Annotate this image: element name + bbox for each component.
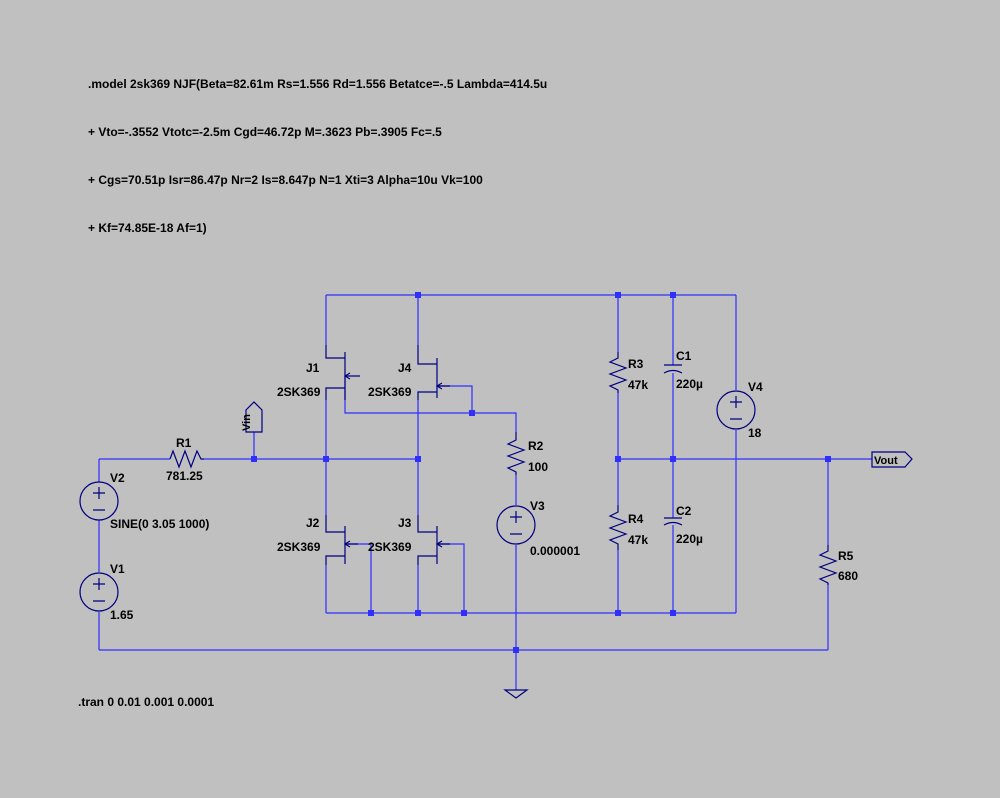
model-line-4: + Kf=74.85E-18 Af=1) bbox=[88, 221, 207, 235]
j1-value: 2SK369 bbox=[277, 385, 321, 399]
r2-value: 100 bbox=[528, 460, 548, 474]
ground-symbol[interactable] bbox=[503, 689, 529, 699]
r2-label: R2 bbox=[528, 439, 544, 453]
model-line-1: .model 2sk369 NJF(Beta=82.61m Rs=1.556 R… bbox=[88, 77, 548, 91]
model-directive[interactable]: .model 2sk369 NJF(Beta=82.61m Rs=1.556 R… bbox=[88, 44, 547, 268]
r3-label: R3 bbox=[628, 357, 644, 371]
r1-label: R1 bbox=[176, 436, 192, 450]
voltage-source-v1[interactable]: V1 1.65 bbox=[79, 562, 134, 622]
c2-value: 220µ bbox=[676, 532, 703, 546]
v4-label: V4 bbox=[748, 380, 763, 394]
c1-value: 220µ bbox=[676, 377, 703, 391]
c1-label: C1 bbox=[676, 349, 692, 363]
j2-label: J2 bbox=[306, 516, 320, 530]
j4-label: J4 bbox=[398, 361, 412, 375]
jfet-j4[interactable]: J4 2SK369 bbox=[368, 345, 450, 400]
vout-label-text: Vout bbox=[874, 455, 898, 467]
j4-value: 2SK369 bbox=[368, 385, 412, 399]
resistor-r4[interactable]: R4 47k bbox=[608, 505, 648, 550]
voltage-source-v4[interactable]: V4 18 bbox=[716, 380, 763, 440]
model-line-2: + Vto=-.3552 Vtotc=-2.5m Cgd=46.72p M=.3… bbox=[88, 125, 442, 139]
resistor-r1[interactable]: R1 781.25 bbox=[166, 436, 204, 483]
resistor-r5[interactable]: R5 680 bbox=[818, 545, 858, 585]
v1-value: 1.65 bbox=[110, 608, 134, 622]
j3-value: 2SK369 bbox=[368, 540, 412, 554]
c2-label: C2 bbox=[676, 504, 692, 518]
j2-value: 2SK369 bbox=[277, 540, 321, 554]
r3-value: 47k bbox=[628, 378, 648, 392]
v3-label: V3 bbox=[530, 499, 545, 513]
voltage-source-v3[interactable]: V3 0.000001 bbox=[496, 499, 580, 558]
j1-label: J1 bbox=[306, 361, 320, 375]
r4-value: 47k bbox=[628, 533, 648, 547]
voltage-source-v2[interactable]: V2 SINE(0 3.05 1000) bbox=[79, 471, 209, 531]
jfet-j2[interactable]: J2 2SK369 bbox=[277, 515, 358, 565]
v2-value: SINE(0 3.05 1000) bbox=[110, 517, 209, 531]
r4-label: R4 bbox=[628, 512, 644, 526]
resistor-r2[interactable]: R2 100 bbox=[506, 432, 548, 475]
j3-label: J3 bbox=[398, 516, 412, 530]
v4-value: 18 bbox=[748, 426, 762, 440]
v3-value: 0.000001 bbox=[530, 544, 580, 558]
tran-directive[interactable]: .tran 0 0.01 0.001 0.0001 bbox=[78, 695, 215, 709]
v2-label: V2 bbox=[110, 471, 125, 485]
r1-value: 781.25 bbox=[166, 469, 203, 483]
net-label-vin[interactable]: Vin bbox=[241, 401, 263, 433]
vin-label-text: Vin bbox=[241, 414, 253, 431]
resistor-r3[interactable]: R3 47k bbox=[608, 352, 648, 393]
net-label-vout[interactable]: Vout bbox=[871, 451, 913, 468]
r5-label: R5 bbox=[838, 549, 854, 563]
model-line-3: + Cgs=70.51p Isr=86.47p Nr=2 Is=8.647p N… bbox=[88, 173, 483, 187]
r5-value: 680 bbox=[838, 569, 858, 583]
junction-dots bbox=[251, 292, 831, 653]
v1-label: V1 bbox=[110, 562, 125, 576]
jfet-j3[interactable]: J3 2SK369 bbox=[368, 515, 450, 565]
jfet-j1[interactable]: J1 2SK369 bbox=[277, 345, 360, 400]
capacitor-c2[interactable]: C2 220µ bbox=[663, 504, 703, 546]
wires bbox=[98, 294, 872, 690]
capacitor-c1[interactable]: C1 220µ bbox=[663, 349, 703, 391]
